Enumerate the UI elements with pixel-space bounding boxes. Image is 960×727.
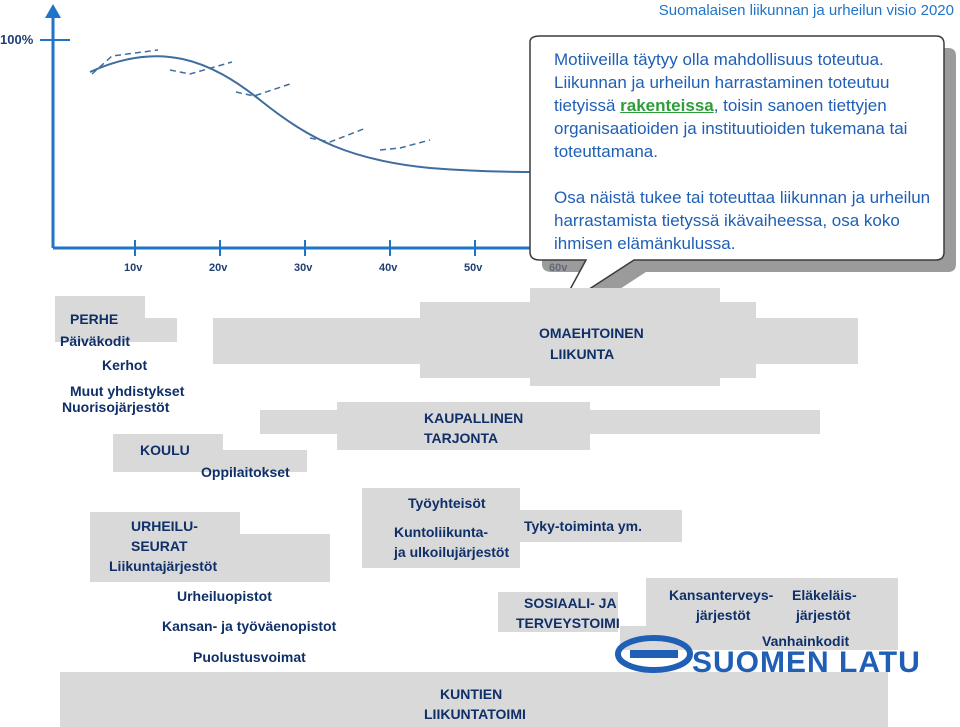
bar-kuntien-mid [420, 672, 540, 727]
label-ulkoilujarjestot: ja ulkoilujärjestöt [394, 544, 510, 560]
bar-urheiluseurat-wide [90, 534, 330, 582]
label-omaehtoinen: OMAEHTOINEN [539, 325, 644, 341]
suomen-latu-logo-icon [615, 635, 693, 673]
bubble-line-1: Motiiveilla täytyy olla mahdollisuus tot… [554, 50, 884, 69]
bar-kaupallinen-peak [337, 402, 590, 450]
label-tyoyhteisot: Työyhteisöt [408, 495, 486, 511]
y-axis-label: 100% [0, 32, 34, 47]
label-kansanterveys-1: Kansanterveys- [669, 587, 774, 603]
header-title: Suomalaisen liikunnan ja urheilun visio … [658, 2, 954, 19]
highlight-rakenteissa: rakenteissa [620, 96, 714, 115]
logo-text: SUOMEN LATU [692, 646, 921, 679]
speech-bubble [529, 35, 956, 320]
bar-sosiaali [498, 592, 618, 632]
label-urheiluopistot: Urheiluopistot [177, 588, 272, 604]
bubble-paragraph-1: Liikunnan ja urheilun harrastaminen tote… [554, 71, 954, 163]
label-urheiluseurat-2: SEURAT [131, 538, 188, 554]
label-liikuntatoimi: LIIKUNTATOIMI [424, 706, 526, 722]
participation-curve [89, 55, 541, 173]
label-kansanterveys-2: järjestöt [696, 607, 751, 623]
x-tick-label: 40v [379, 262, 398, 274]
bar-paivakodit [55, 318, 177, 342]
label-perhe: PERHE [70, 311, 119, 327]
label-nuorisojarjestot: Nuorisojärjestöt [62, 399, 170, 415]
x-tick-label: 30v [294, 262, 313, 274]
age-curve-chart [40, 4, 560, 256]
x-tick-label: 50v [464, 262, 483, 274]
label-kansanopistot: Kansan- ja työväenopistot [162, 618, 337, 634]
bubble-text-after: , toisin sanoen tiettyjen organisaatioid… [554, 96, 908, 161]
label-elakelais-2: järjestöt [796, 607, 851, 623]
label-elakelais-1: Eläkeläis- [792, 587, 857, 603]
label-terveystoimi: TERVEYSTOIMI [516, 615, 620, 631]
bubble-paragraph-2: Osa näistä tukee tai toteuttaa liikunnan… [554, 188, 931, 253]
bubble-text: Motiiveilla täytyy olla mahdollisuus tot… [554, 48, 954, 255]
bar-omaehtoinen-peak [530, 288, 720, 386]
label-sosiaali: SOSIAALI- JA [524, 595, 617, 611]
label-oppilaitokset: Oppilaitokset [201, 464, 290, 480]
label-tarjonta: TARJONTA [424, 430, 499, 446]
label-vanhainkodit: Vanhainkodit [762, 633, 850, 649]
label-koulu: KOULU [140, 442, 190, 458]
label-muut-yhdistykset: Muut yhdistykset [70, 383, 185, 399]
label-kerhot: Kerhot [102, 357, 148, 373]
bar-kansanterveys [646, 578, 898, 626]
label-urheiluseurat-1: URHEILU- [131, 518, 198, 534]
bubble-text-before: Liikunnan ja urheilun harrastaminen tote… [554, 73, 890, 115]
label-kuntien: KUNTIEN [440, 686, 503, 702]
bar-omaehtoinen-right [720, 302, 756, 378]
label-tyky: Tyky-toiminta ym. [524, 518, 642, 534]
label-kuntoliikunta: Kuntoliikunta- [394, 524, 489, 540]
label-liikunta: LIIKUNTA [550, 346, 615, 362]
x-tick-label: 10v [124, 262, 143, 274]
x-tick-label: 20v [209, 262, 228, 274]
y-axis-arrow-icon [45, 4, 61, 18]
label-paivakodit: Päiväkodit [60, 333, 131, 349]
bar-omaehtoinen-mid [420, 302, 530, 378]
label-kaupallinen: KAUPALLINEN [424, 410, 524, 426]
bar-oppilaitokset [197, 450, 307, 472]
bar-tyoyhteisot-peak [362, 488, 520, 568]
label-puolustusvoimat: Puolustusvoimat [193, 649, 306, 665]
label-liikuntajarjestot: Liikuntajärjestöt [109, 558, 218, 574]
